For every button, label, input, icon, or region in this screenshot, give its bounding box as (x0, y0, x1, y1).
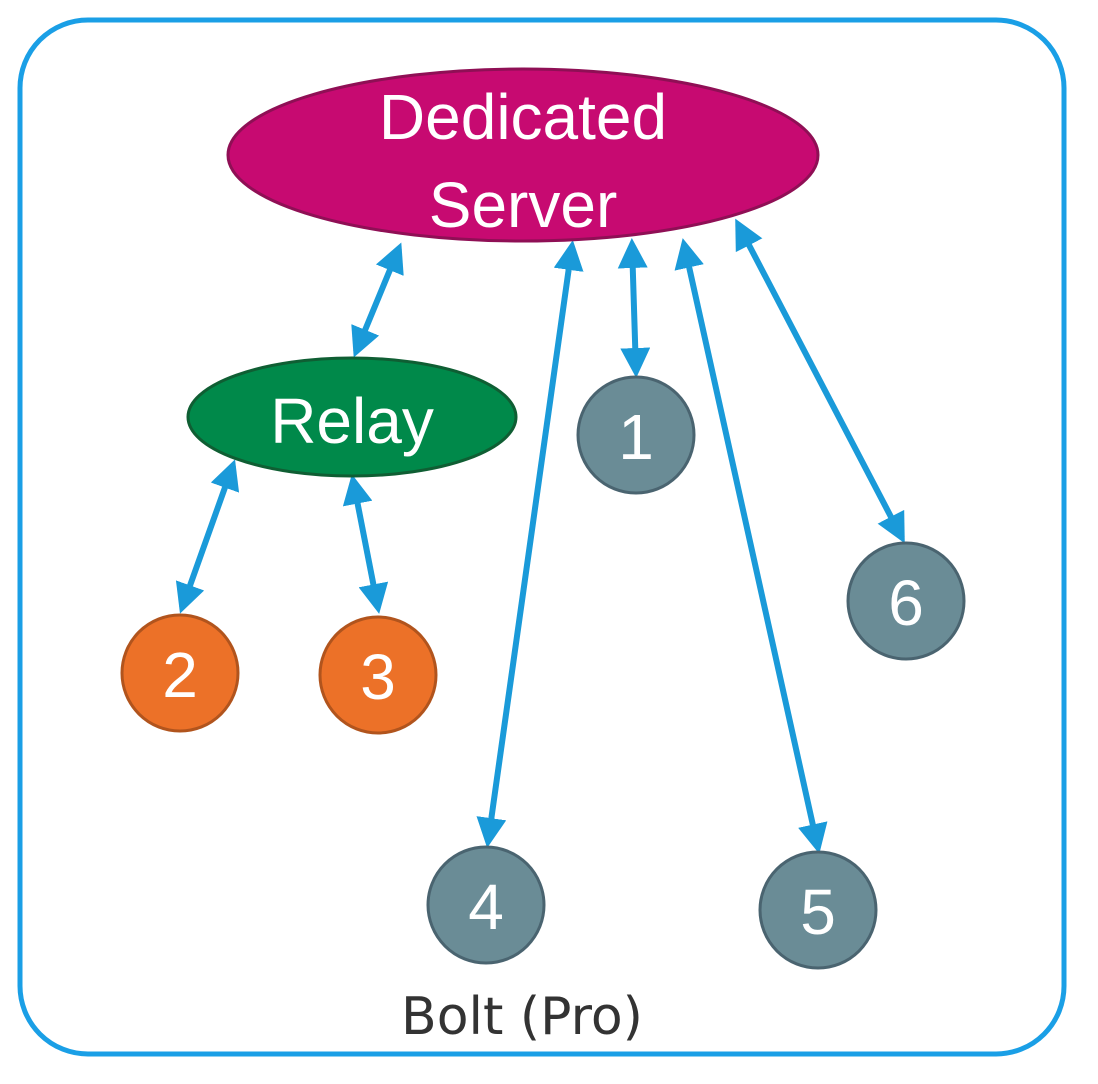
peer-1-label: 1 (618, 401, 654, 473)
peer-4-label: 4 (468, 871, 504, 943)
link-server-peer5 (674, 238, 828, 854)
peer-2: 2 (120, 613, 240, 733)
peer-6-label: 6 (888, 567, 924, 639)
link-server-peer6 (735, 218, 905, 544)
peer-4: 4 (426, 845, 546, 965)
dedicated-server-node: Dedicated Server (226, 67, 820, 243)
server-label-line1: Dedicated (379, 81, 667, 153)
link-relay-peer3 (342, 474, 389, 614)
link-server-relay (351, 242, 404, 358)
peer-6: 6 (846, 541, 966, 661)
frame-caption: Bolt (Pro) (401, 987, 643, 1047)
connections (175, 218, 905, 854)
bolt-pro-frame (17, 17, 1067, 1057)
link-server-peer1 (617, 238, 651, 378)
peer-3: 3 (318, 615, 438, 735)
server-label-line2: Server (429, 169, 618, 241)
peer-1: 1 (576, 375, 696, 495)
peer-2-label: 2 (162, 639, 198, 711)
peer-3-label: 3 (360, 641, 396, 713)
peer-5: 5 (758, 850, 878, 970)
peer-5-label: 5 (800, 876, 836, 948)
relay-node: Relay (186, 356, 518, 478)
relay-label: Relay (270, 385, 434, 457)
link-server-peer4 (476, 240, 584, 848)
link-relay-peer2 (175, 459, 240, 614)
